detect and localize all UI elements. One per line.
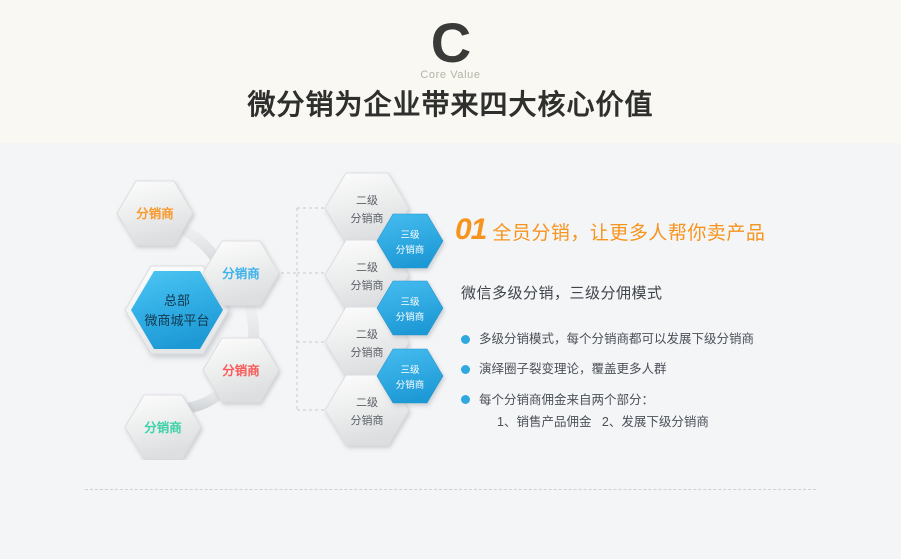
hex-node-tertiary-1[interactable] — [376, 213, 444, 269]
hex-headquarters-line2: 微商城平台 — [144, 313, 209, 328]
bullet-text: 演绎圈子裂变理论，覆盖更多人群 — [479, 362, 667, 376]
list-item: 多级分销模式，每个分销商都可以发展下级分销商 — [461, 331, 875, 348]
hex-secondary-1-line1: 二级 — [356, 194, 378, 207]
list-item: 每个分销商佣金来自两个部分： 1、销售产品佣金 2、发展下级分销商 — [461, 391, 875, 431]
bullet-subitems: 1、销售产品佣金 2、发展下级分销商 — [497, 415, 709, 429]
value-subline: 微信多级分销，三级分佣模式 — [461, 285, 663, 302]
bullet-text-group: 每个分销商佣金来自两个部分： 1、销售产品佣金 2、发展下级分销商 — [479, 391, 709, 431]
hex-secondary-2-line1: 二级 — [356, 261, 378, 274]
hex-node-distributor-1[interactable] — [116, 180, 194, 246]
hex-node-tertiary-2[interactable] — [376, 280, 444, 336]
bullet-text: 每个分销商佣金来自两个部分： — [479, 393, 655, 407]
hex-node-headquarters[interactable] — [124, 265, 230, 355]
hex-node-distributor-4[interactable] — [124, 394, 202, 460]
hex-headquarters-line1: 总部 — [164, 293, 190, 308]
value-headline-text: 全员分销，让更多人帮你卖产品 — [492, 223, 766, 244]
section-divider — [85, 489, 816, 491]
hex-tertiary-1-line1: 三级 — [400, 229, 420, 241]
hex-secondary-2-line2: 分销商 — [351, 278, 384, 292]
hex-secondary-1-line2: 分销商 — [351, 211, 384, 225]
bullet-dot-icon — [461, 335, 470, 344]
hex-secondary-4-line2: 分销商 — [351, 413, 384, 427]
hex-secondary-3-line1: 二级 — [356, 328, 378, 341]
hex-tertiary-3-line2: 分销商 — [396, 379, 425, 391]
distribution-hierarchy-diagram: 总部 微商城平台 分销商 分销商 分销商 分销商 — [85, 160, 455, 460]
value-bullet-list: 多级分销模式，每个分销商都可以发展下级分销商 演绎圈子裂变理论，覆盖更多人群 每… — [461, 331, 875, 431]
header-letter: C — [430, 11, 471, 74]
header-subtitle: Core Value — [420, 69, 481, 81]
list-item: 演绎圈子裂变理论，覆盖更多人群 — [461, 361, 875, 378]
bullet-dot-icon — [461, 365, 470, 374]
hex-tertiary-2-line2: 分销商 — [396, 311, 425, 323]
hex-node-distributor-3[interactable] — [202, 337, 280, 403]
bullet-text: 多级分销模式，每个分销商都可以发展下级分销商 — [479, 332, 755, 346]
hex-distributor-1-label: 分销商 — [136, 206, 174, 221]
page-title: 微分销为企业带来四大核心价值 — [247, 89, 654, 120]
hex-distributor-2-label: 分销商 — [222, 266, 260, 281]
hex-distributor-3-label: 分销商 — [222, 363, 260, 378]
hex-node-distributor-2[interactable] — [202, 240, 280, 306]
hex-secondary-4-line1: 二级 — [356, 396, 378, 409]
bullet-dot-icon — [461, 395, 470, 404]
value-number: 01 — [455, 213, 487, 246]
hex-secondary-3-line2: 分销商 — [351, 345, 384, 359]
hex-tertiary-2-line1: 三级 — [400, 296, 420, 308]
hex-distributor-4-label: 分销商 — [144, 420, 182, 435]
page-header: C Core Value 微分销为企业带来四大核心价值 — [0, 0, 901, 122]
dashed-connectors — [275, 207, 325, 411]
hex-tertiary-3-line1: 三级 — [400, 364, 420, 376]
hex-node-tertiary-3[interactable] — [376, 348, 444, 404]
hex-tertiary-1-line2: 分销商 — [396, 244, 425, 256]
